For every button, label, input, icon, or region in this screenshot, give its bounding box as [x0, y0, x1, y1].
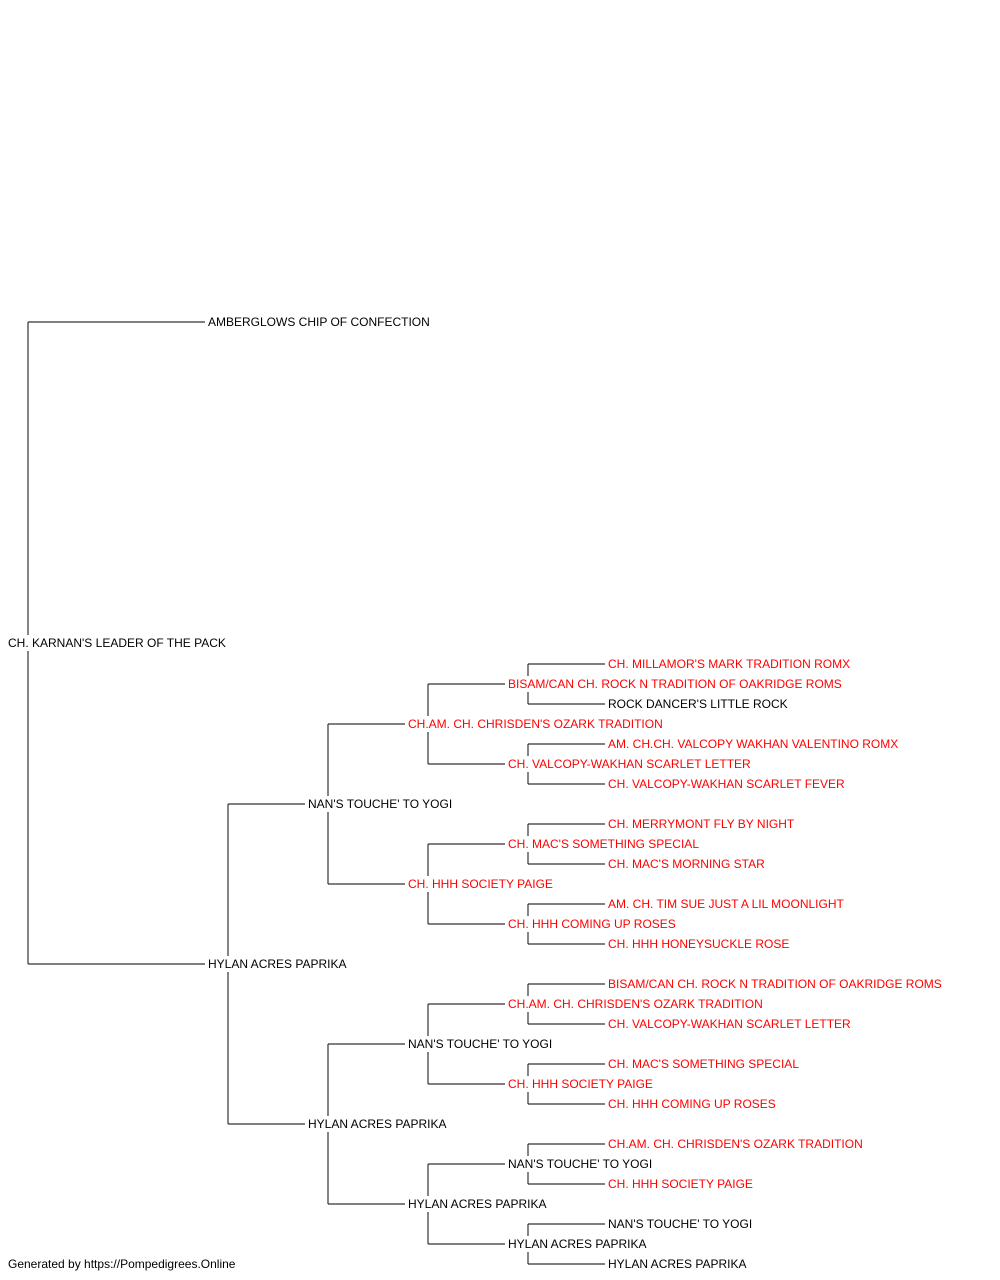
dam-sire-sire-sire-sire[interactable]: CH. MILLAMOR'S MARK TRADITION ROMX: [608, 657, 850, 671]
subject-name[interactable]: CH. KARNAN'S LEADER OF THE PACK: [8, 636, 226, 650]
dam-sire-dam-dam-dam[interactable]: CH. HHH HONEYSUCKLE ROSE: [608, 937, 789, 951]
dam-sire-sire-dam-sire[interactable]: AM. CH.CH. VALCOPY WAKHAN VALENTINO ROMX: [608, 737, 898, 751]
dam-sire-sire-dam[interactable]: CH. VALCOPY-WAKHAN SCARLET LETTER: [508, 757, 751, 771]
dam-sire-dam-sire-dam[interactable]: CH. MAC'S MORNING STAR: [608, 857, 765, 871]
dam[interactable]: HYLAN ACRES PAPRIKA: [208, 957, 347, 971]
dam-sire-sire[interactable]: CH.AM. CH. CHRISDEN'S OZARK TRADITION: [408, 717, 663, 731]
dam-sire-sire-sire-dam[interactable]: ROCK DANCER'S LITTLE ROCK: [608, 697, 788, 711]
dam-sire-dam-dam-sire[interactable]: AM. CH. TIM SUE JUST A LIL MOONLIGHT: [608, 897, 844, 911]
dam-sire-sire-dam-dam[interactable]: CH. VALCOPY-WAKHAN SCARLET FEVER: [608, 777, 845, 791]
dam-sire-dam-sire[interactable]: CH. MAC'S SOMETHING SPECIAL: [508, 837, 699, 851]
dam-dam-sire[interactable]: NAN'S TOUCHE' TO YOGI: [408, 1037, 552, 1051]
dam-sire-dam-sire-sire[interactable]: CH. MERRYMONT FLY BY NIGHT: [608, 817, 795, 831]
dam-dam-dam-dam-sire[interactable]: NAN'S TOUCHE' TO YOGI: [608, 1217, 752, 1231]
dam-sire[interactable]: NAN'S TOUCHE' TO YOGI: [308, 797, 452, 811]
dam-dam-sire-dam[interactable]: CH. HHH SOCIETY PAIGE: [508, 1077, 653, 1091]
dam-dam-dam[interactable]: HYLAN ACRES PAPRIKA: [408, 1197, 547, 1211]
dam-dam-sire-dam-dam[interactable]: CH. HHH COMING UP ROSES: [608, 1097, 776, 1111]
sire-name[interactable]: AMBERGLOWS CHIP OF CONFECTION: [208, 315, 430, 329]
dam-dam-sire-sire-dam[interactable]: CH. VALCOPY-WAKHAN SCARLET LETTER: [608, 1017, 851, 1031]
dam-dam-sire-sire-sire[interactable]: BISAM/CAN CH. ROCK N TRADITION OF OAKRID…: [608, 977, 942, 991]
dam-sire-dam-dam[interactable]: CH. HHH COMING UP ROSES: [508, 917, 676, 931]
dam-sire-dam[interactable]: CH. HHH SOCIETY PAIGE: [408, 877, 553, 891]
dam-dam-sire-sire[interactable]: CH.AM. CH. CHRISDEN'S OZARK TRADITION: [508, 997, 763, 1011]
dam-dam-dam-sire-dam[interactable]: CH. HHH SOCIETY PAIGE: [608, 1177, 753, 1191]
dam-dam-dam-dam-dam[interactable]: HYLAN ACRES PAPRIKA: [608, 1257, 747, 1271]
dam-dam-dam-dam[interactable]: HYLAN ACRES PAPRIKA: [508, 1237, 647, 1251]
dam-sire-sire-sire[interactable]: BISAM/CAN CH. ROCK N TRADITION OF OAKRID…: [508, 677, 842, 691]
dam-dam-sire-dam-sire[interactable]: CH. MAC'S SOMETHING SPECIAL: [608, 1057, 799, 1071]
dam-dam[interactable]: HYLAN ACRES PAPRIKA: [308, 1117, 447, 1131]
dam-dam-dam-sire-sire[interactable]: CH.AM. CH. CHRISDEN'S OZARK TRADITION: [608, 1137, 863, 1151]
dam-dam-dam-sire[interactable]: NAN'S TOUCHE' TO YOGI: [508, 1157, 652, 1171]
footer-credit: Generated by https://Pompedigrees.Online: [8, 1257, 236, 1271]
